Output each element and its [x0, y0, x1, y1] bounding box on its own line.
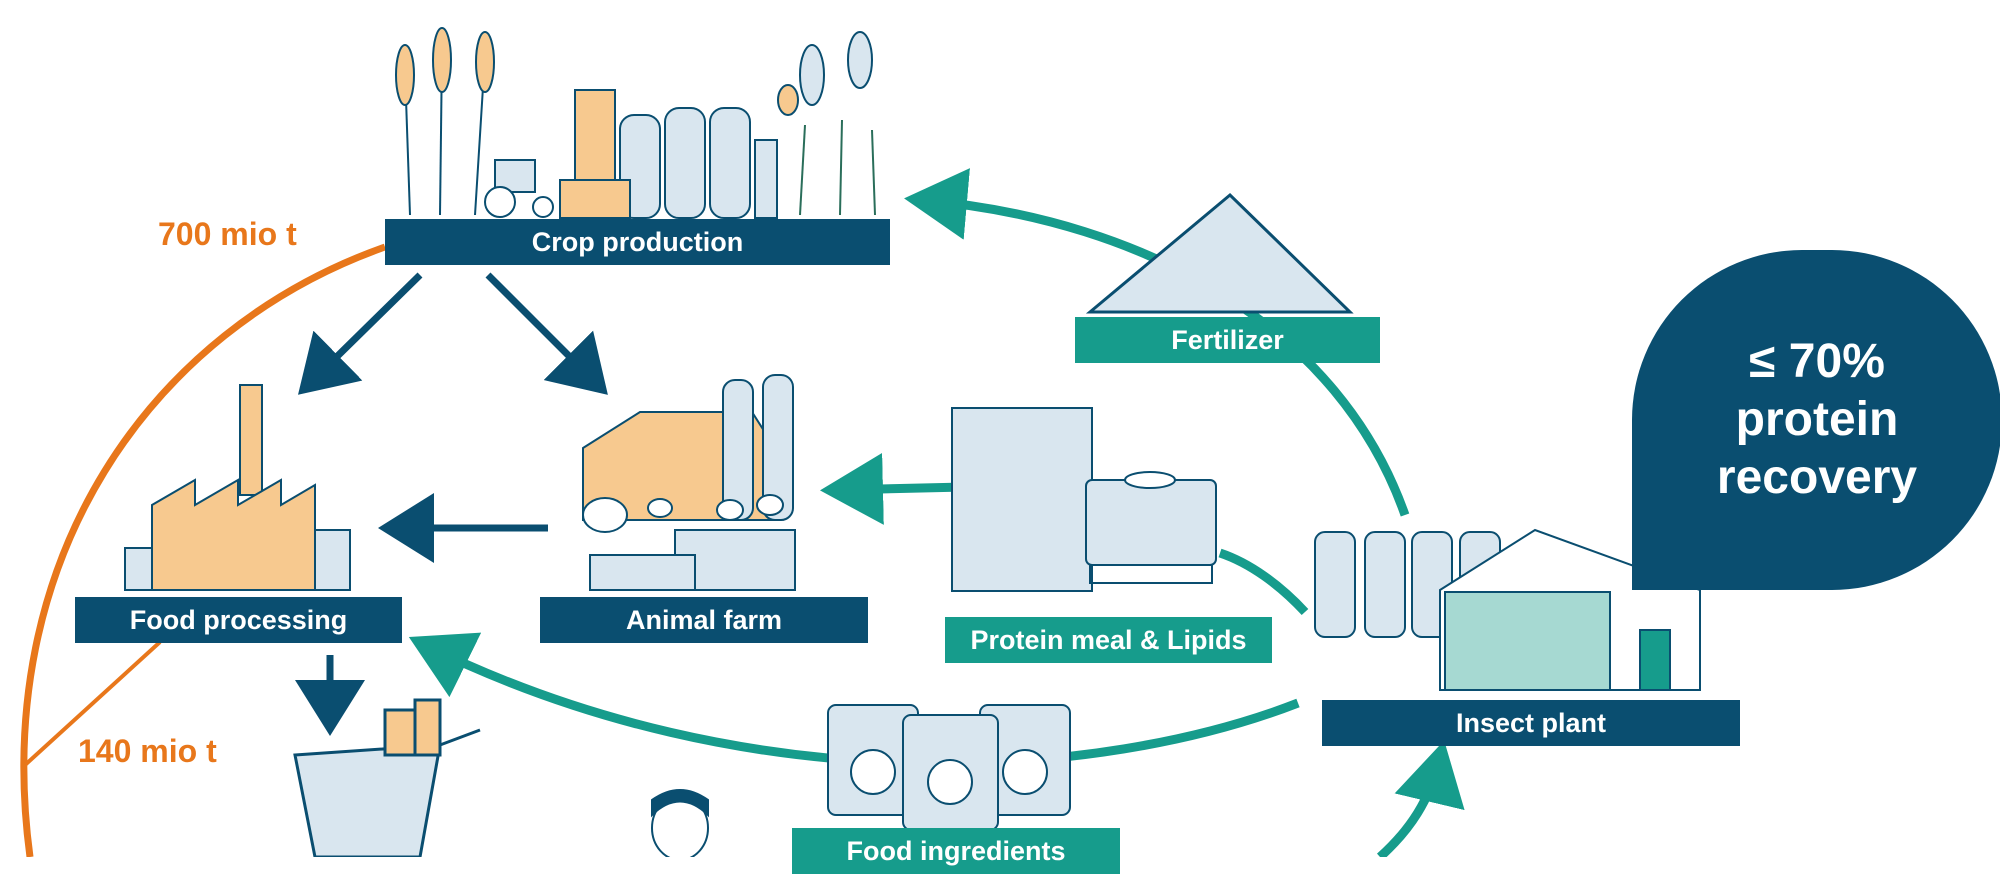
ingredient-bag-icon [827, 704, 1071, 831]
callout-percentage: ≤ 70% [1749, 335, 1885, 388]
processing-waste-flow [23, 640, 162, 767]
chicken-icon [582, 494, 784, 533]
shopping-cart-icon [293, 698, 481, 857]
fertilizer-pile-icon [1085, 192, 1354, 314]
tank-icon [1085, 471, 1217, 584]
fertilizer-label: Fertilizer [1075, 317, 1380, 363]
arrow-into-insect-plant [1376, 740, 1465, 857]
arrow-crop-to-food-processing [298, 272, 423, 395]
corn-icon [777, 31, 876, 216]
insect-plant-label: Insect plant [1322, 700, 1740, 746]
crop-production-illustration [395, 27, 876, 219]
protein-recovery-callout: ≤ 70% protein recovery [1632, 250, 2000, 590]
person-icon [651, 789, 709, 857]
protein-meal-lipids-label: Protein meal & Lipids [945, 617, 1272, 663]
crop-waste-flow [20, 243, 387, 857]
insect-plant-building-icon [1314, 528, 1701, 691]
tractor-icon [484, 159, 554, 218]
food-ingredients-label: Food ingredients [792, 828, 1120, 874]
callout-recovery: recovery [1716, 451, 1918, 504]
processing-waste-quantity: 140 mio t [78, 733, 217, 769]
flow-insect-plant-to-meal [1218, 548, 1309, 616]
animal-farm-label: Animal farm [540, 597, 868, 643]
arrow-crop-to-animal-farm [485, 272, 608, 395]
callout-protein: protein [1735, 393, 1899, 446]
fish-tank-icon [589, 554, 696, 591]
food-processing-label: Food processing [75, 597, 402, 643]
crop-waste-quantity: 700 mio t [158, 216, 297, 252]
wheat-icon [395, 27, 495, 216]
sack-pallet-icon [951, 407, 1093, 592]
silo-icon [559, 89, 778, 219]
crop-production-label: Crop production [385, 219, 890, 265]
factory-icon [124, 384, 351, 591]
arrow-to-animal-farm [820, 452, 966, 525]
barn-icon [582, 374, 794, 521]
